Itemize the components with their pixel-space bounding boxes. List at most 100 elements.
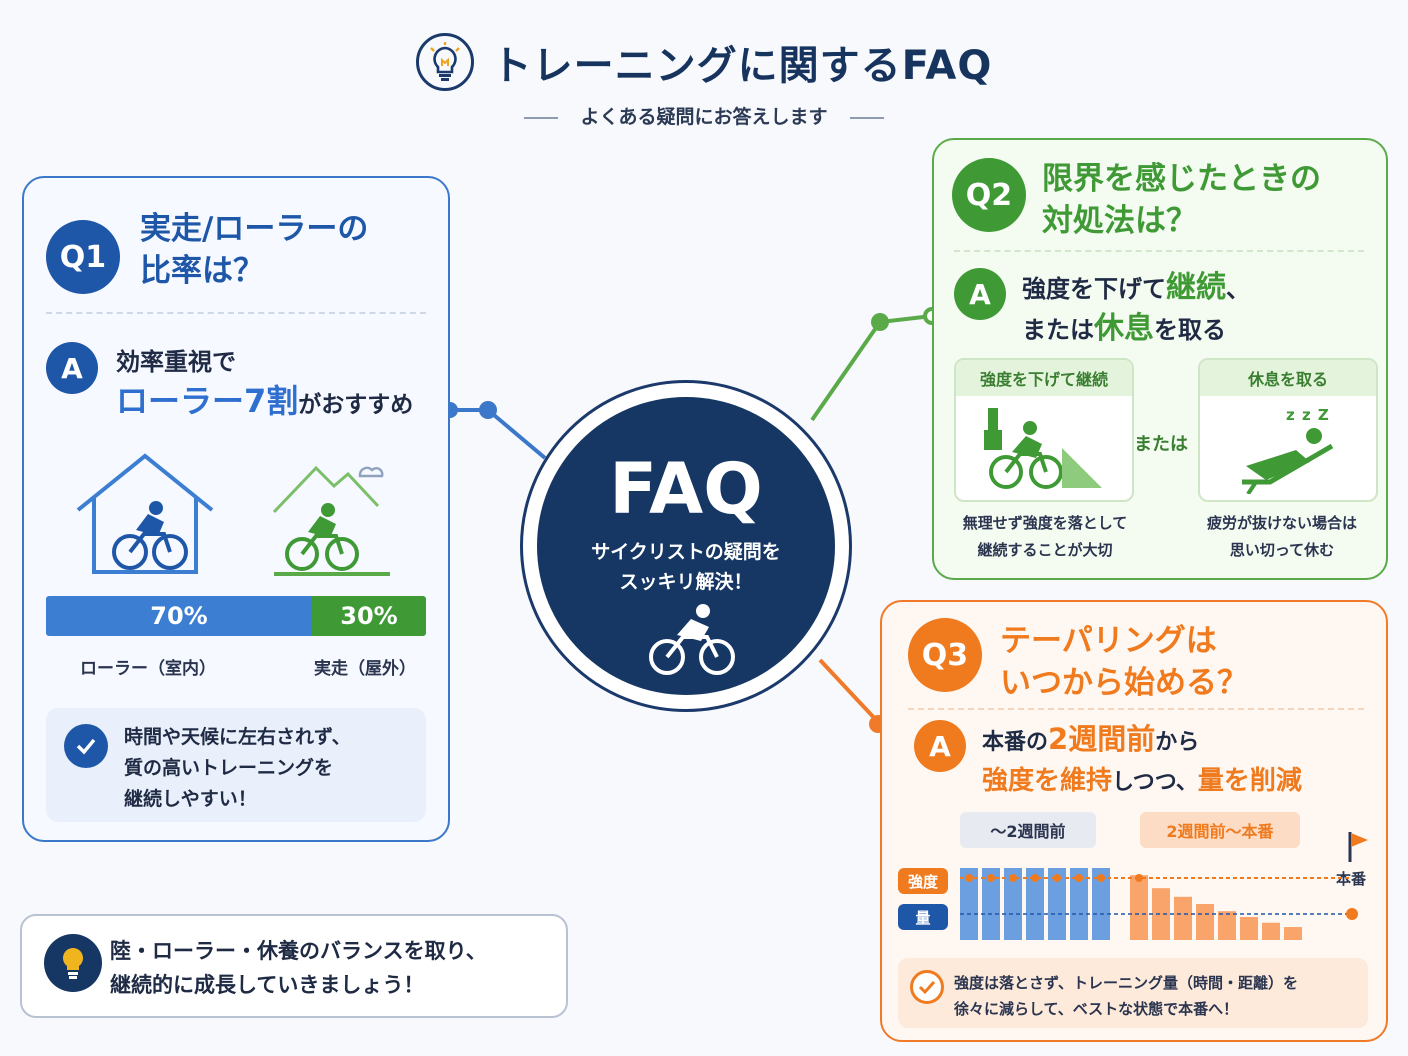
q1-answer-highlight: ローラー7割 (116, 382, 299, 420)
q3-answer-highlight: 量を削減 (1197, 766, 1302, 796)
intensity-point (1053, 874, 1061, 882)
q1-benefit-line: 時間や天候に左右されず、 (124, 726, 351, 748)
q2-option2-desc: 疲労が抜けない場合は 思い切って休む (1180, 510, 1384, 564)
faq-caption-line: スッキリ解決！ (619, 571, 753, 593)
q2-divider (954, 250, 1364, 252)
reclining-rest-icon (1242, 428, 1334, 494)
volume-bar (1240, 916, 1258, 940)
q2-or-label: または (1134, 434, 1188, 455)
flag-icon (1348, 832, 1368, 862)
check-icon (64, 724, 108, 768)
q2-desc-line: 思い切って休む (1229, 541, 1335, 559)
volume-bar (1196, 904, 1214, 940)
cyclist-icon (285, 503, 359, 571)
intensity-point (1135, 874, 1143, 882)
q3-badge: Q3 (908, 618, 982, 692)
q1-benefit-line: 質の高いトレーニングを (124, 757, 334, 779)
page-title: トレーニングに関するFAQ (491, 43, 993, 89)
volume-bar (1092, 868, 1110, 940)
q3-summary-box (898, 958, 1368, 1028)
ratio-bar-outdoor: 30% (312, 596, 426, 636)
page-subtitle: よくある疑問にお答えします (0, 102, 1408, 129)
volume-bar (1152, 888, 1170, 940)
cyclist-icon (649, 604, 735, 675)
volume-bar (1130, 875, 1148, 940)
q1-benefit-line: 継続しやすい！ (124, 788, 257, 810)
q3-divider (908, 708, 1364, 710)
subtitle-text: よくある疑問にお答えします (580, 106, 828, 128)
intensity-point (987, 874, 995, 882)
intensity-point (1075, 874, 1083, 882)
q2-desc-line: 疲労が抜けない場合は (1206, 514, 1357, 532)
outdoor-mountain-icon (272, 465, 390, 576)
q3-question: テーパリングは いつから始める？ (1000, 620, 1248, 704)
q1-answer-rest: がおすすめ (298, 392, 414, 418)
volume-bar (1004, 868, 1022, 940)
q2-desc-line: 継続することが大切 (977, 541, 1113, 559)
lightbulb-icon (415, 33, 474, 91)
zzz-icon: z z Z (1286, 406, 1330, 424)
q3-question-line: いつから始める？ (1000, 665, 1248, 701)
q2-connector (810, 314, 933, 422)
q2-option1-desc: 無理せず強度を落として 継続することが大切 (940, 510, 1150, 564)
indoor-house-icon (76, 453, 214, 574)
legend-intensity: 強度 (898, 868, 948, 894)
race-point (1346, 908, 1358, 920)
q1-answer-line2: ローラー7割がおすすめ (116, 376, 413, 422)
q3-answer-part: から (1155, 730, 1200, 755)
q3-answer-highlight: 強度を維持 (982, 766, 1113, 796)
legend-volume: 量 (898, 904, 948, 930)
q2-answer-part: を取る (1154, 316, 1226, 344)
cyclist-icon (112, 501, 188, 570)
tip-text: 陸・ローラー・休養のバランスを取り、 継続的に成長していきましょう！ (110, 934, 487, 1002)
q2-option-rest: 休息を取る z z Z (1198, 358, 1378, 502)
intensity-point (1009, 874, 1017, 882)
q3-phase1-label: 〜2週間前 (960, 812, 1096, 848)
q2-option-head: 強度を下げて継続 (956, 360, 1132, 396)
lightbulb-icon (44, 934, 102, 992)
page-header: トレーニングに関するFAQ (0, 33, 1408, 91)
q3-summary-line: 徐々に減らして、ベストな状態で本番へ！ (954, 1000, 1239, 1018)
q3-summary-text: 強度は落とさず、トレーニング量（時間・距離）を 徐々に減らして、ベストな状態で本… (954, 970, 1298, 1022)
q1-benefit-box (46, 708, 426, 822)
q2-answer-highlight: 継続 (1166, 270, 1226, 305)
ratio-label-outdoor: 実走（屋外） (314, 659, 416, 679)
volume-bar (1284, 927, 1302, 940)
q1-question-line: 実走/ローラーの (140, 211, 369, 247)
tip-line: 継続的に成長していきましょう！ (110, 973, 425, 997)
q2-desc-line: 無理せず強度を落として (962, 514, 1128, 532)
q2-question-line: 限界を感じたときの (1042, 161, 1321, 197)
q2-answer-part: または (1022, 316, 1094, 344)
q3-answer-part: しつつ、 (1112, 770, 1198, 795)
q3-answer-part: 本番の (982, 730, 1049, 755)
volume-bar (1070, 868, 1088, 940)
faq-center-title: FAQ (609, 448, 763, 530)
volume-bar (982, 868, 1000, 940)
faq-caption-line: サイクリストの疑問を (591, 541, 781, 563)
q3-summary-line: 強度は落とさず、トレーニング量（時間・距離）を (954, 974, 1298, 992)
volume-bar (1218, 911, 1236, 940)
q3-connector (818, 658, 880, 724)
q2-option-head: 休息を取る (1200, 360, 1376, 396)
volume-bar (1048, 868, 1066, 940)
q2-option-continue: 強度を下げて継続 (954, 358, 1134, 502)
ratio-label-roller: ローラー（室内） (80, 659, 216, 679)
q2-answer-highlight: 休息 (1094, 311, 1154, 346)
faq-center-circle: FAQ サイクリストの疑問を スッキリ解決！ (520, 380, 852, 712)
q1-divider (46, 312, 426, 314)
q2-badge: Q2 (952, 158, 1026, 232)
taper-chart (960, 868, 1358, 940)
tip-line: 陸・ローラー・休養のバランスを取り、 (110, 939, 487, 963)
q2-answer-badge: A (954, 268, 1006, 320)
q3-phase2-label: 2週間前〜本番 (1140, 812, 1300, 848)
q1-connector (450, 408, 547, 460)
q2-connector-dot (871, 313, 889, 331)
cloud-icon (358, 466, 384, 478)
intensity-point (1031, 874, 1039, 882)
tip-card (20, 914, 568, 1018)
q1-answer-badge: A (46, 342, 98, 394)
q2-question: 限界を感じたときの 対処法は？ (1042, 158, 1321, 242)
q3-answer: 本番の2週間前から 強度を維持しつつ、量を削減 (982, 720, 1302, 802)
faq-center-caption: サイクリストの疑問を スッキリ解決！ (537, 537, 835, 597)
intensity-point (1097, 874, 1105, 882)
